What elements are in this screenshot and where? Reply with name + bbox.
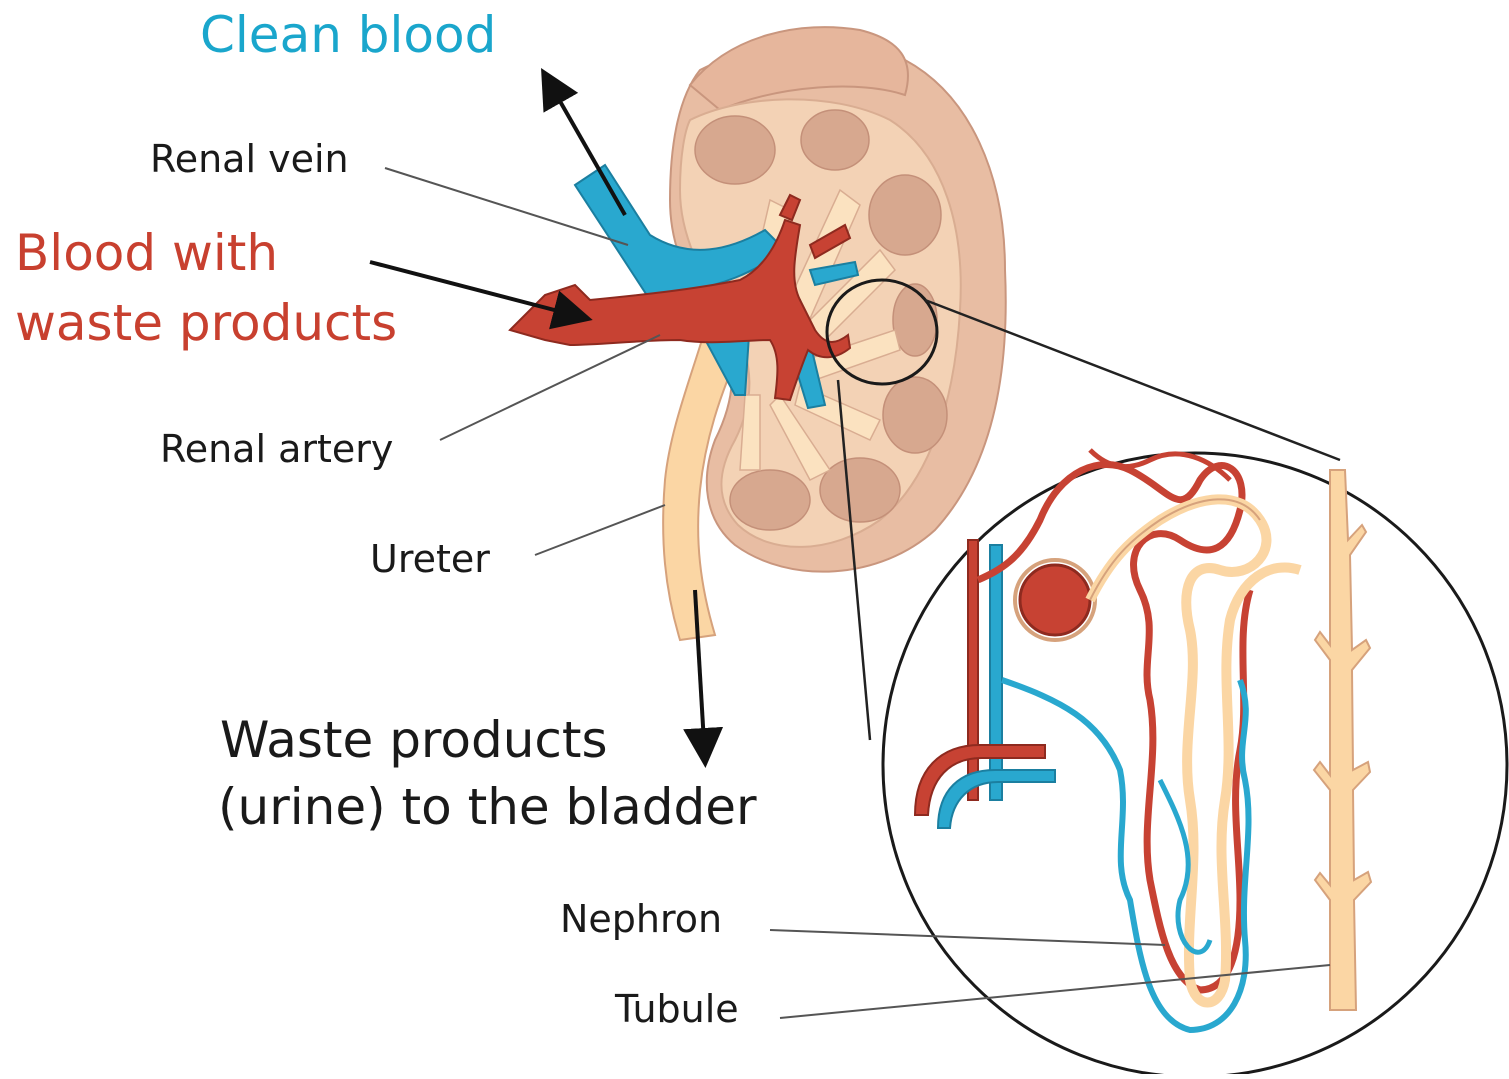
glomerulus [1020, 565, 1090, 635]
ureter-leader [535, 505, 665, 555]
pyramid [730, 470, 810, 530]
artery-vertical [968, 540, 978, 800]
pyramid [869, 175, 941, 255]
blood-with-waste-label-line1: Blood with [15, 228, 278, 278]
vein-vertical [990, 545, 1002, 800]
pyramid [801, 110, 869, 170]
pyramid [893, 284, 937, 356]
renal-artery-label: Renal artery [160, 430, 393, 468]
pyramid [820, 458, 900, 522]
waste-products-label-line1: Waste products [220, 715, 608, 765]
waste-blood-arrow [370, 262, 585, 318]
waste-products-label-line2: (urine) to the bladder [218, 782, 757, 832]
renal-artery-leader [440, 335, 660, 440]
nephron-label: Nephron [560, 900, 722, 938]
blood-with-waste-label-line2: waste products [15, 298, 397, 348]
tubule-label: Tubule [615, 990, 739, 1028]
pyramid [883, 377, 947, 453]
ureter-label: Ureter [370, 540, 490, 578]
clean-blood-label: Clean blood [200, 10, 496, 60]
pyramid [695, 116, 775, 184]
renal-vein-label: Renal vein [150, 140, 349, 178]
